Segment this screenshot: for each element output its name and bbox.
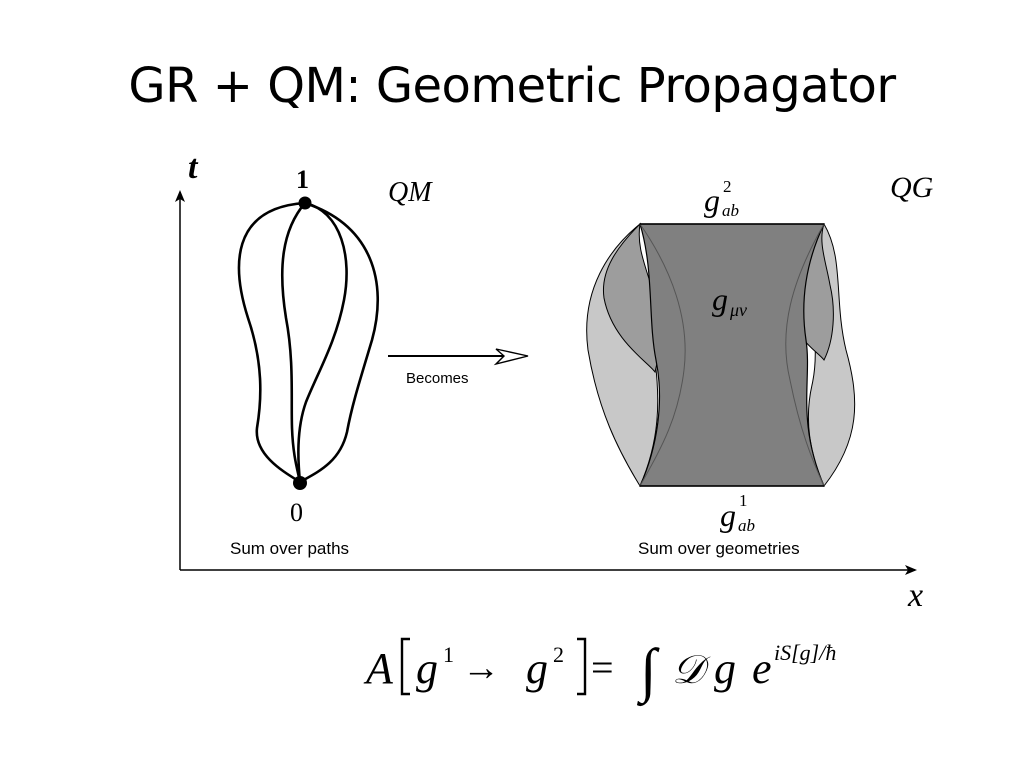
slide-title: GR + QM: Geometric Propagator	[128, 58, 896, 114]
formula-exp-base: e	[752, 644, 772, 693]
qg-bulk-curve-left	[639, 223, 686, 487]
qm-path-inner	[280, 202, 306, 483]
qg-bulk	[639, 223, 825, 487]
metric-bottom-base: g	[720, 497, 736, 533]
formula-g-initial: g 1	[416, 642, 454, 693]
becomes-arrow: Becomes	[388, 348, 529, 387]
formula-g2-base: g	[526, 644, 548, 693]
qm-end-point-dot	[298, 196, 312, 210]
qg-metric-bottom: g 1 ab	[720, 491, 755, 535]
formula-equals: =	[591, 645, 614, 690]
propagator-formula: A g 1 → g 2 = ∫ 𝒟 g e iS[g]/ħ	[363, 637, 836, 707]
metric-top-base: g	[704, 182, 720, 218]
formula-right-bracket	[577, 637, 587, 696]
formula-exponent: iS[g]/ħ	[774, 640, 836, 665]
formula-measure: 𝒟	[672, 647, 711, 692]
metric-bottom-sup: 1	[739, 491, 748, 510]
metric-top-sub: ab	[722, 201, 739, 220]
qg-bulk-curve-right	[785, 223, 825, 487]
formula-arrow: →	[462, 647, 500, 689]
formula-g-final: g 2	[526, 642, 564, 693]
x-axis-label: x	[907, 577, 923, 614]
qm-label: QM	[388, 177, 433, 208]
metric-bulk-sub: μν	[729, 300, 747, 320]
metric-bottom-sub: ab	[738, 516, 755, 535]
formula-integral: ∫	[637, 637, 660, 707]
qg-metric-top: g 2 ab	[704, 177, 739, 220]
metric-bulk-base: g	[712, 281, 728, 317]
qm-caption: Sum over paths	[230, 539, 349, 558]
qm-start-point-dot	[293, 476, 307, 490]
qg-metric-bulk: g μν	[712, 281, 747, 320]
formula-g-var: g	[714, 644, 736, 693]
formula-g1-base: g	[416, 644, 438, 693]
becomes-arrow-label: Becomes	[406, 370, 469, 387]
formula-lhs: A	[363, 644, 394, 693]
qg-label: QG	[890, 171, 934, 204]
qm-start-point-label: 0	[290, 498, 303, 527]
becomes-arrow-head	[493, 348, 529, 366]
qm-path-outer	[237, 201, 306, 484]
formula-g2-sup: 2	[553, 642, 564, 667]
qm-path-mid	[297, 201, 348, 483]
formula-left-bracket	[400, 637, 410, 696]
metric-top-sup: 2	[723, 177, 732, 196]
qm-end-point-label: 1	[296, 165, 309, 194]
qm-path-right	[299, 201, 379, 484]
t-axis-label: t	[188, 149, 199, 186]
qm-panel: 1 0 QM Sum over paths	[230, 165, 433, 558]
qg-caption: Sum over geometries	[638, 539, 800, 558]
qg-panel: g 2 ab g μν g 1 ab QG Sum over geometrie…	[586, 171, 934, 558]
formula-g1-sup: 1	[443, 642, 454, 667]
axes: t x	[175, 149, 923, 614]
